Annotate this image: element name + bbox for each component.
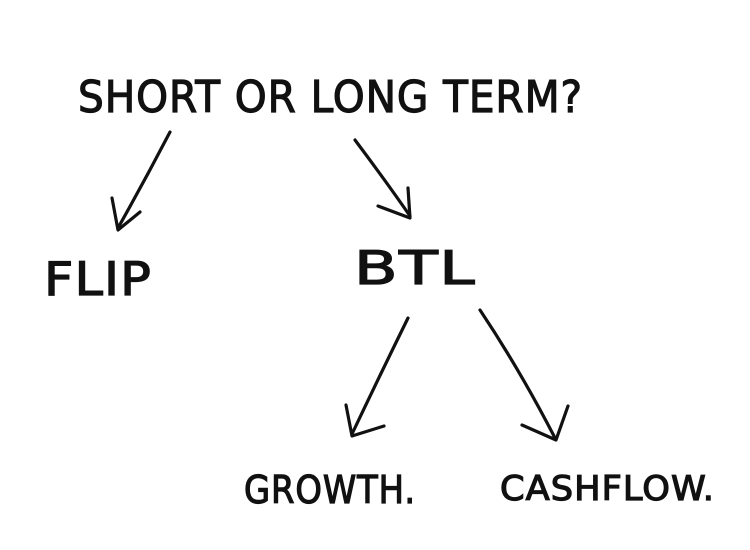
arrow-question-to-btl [353, 138, 412, 220]
question-text: SHORT OR LONG TERM? [78, 72, 583, 123]
cashflow-node: CASHFLOW. [500, 469, 715, 509]
arrow-btl-to-growth [344, 316, 410, 438]
flip-node: FLIP [44, 252, 152, 306]
arrow-question-to-flip [110, 130, 172, 232]
growth-node: GROWTH. [244, 468, 416, 512]
btl-node: BTL [354, 241, 476, 295]
arrow-btl-to-cashflow [478, 308, 570, 442]
